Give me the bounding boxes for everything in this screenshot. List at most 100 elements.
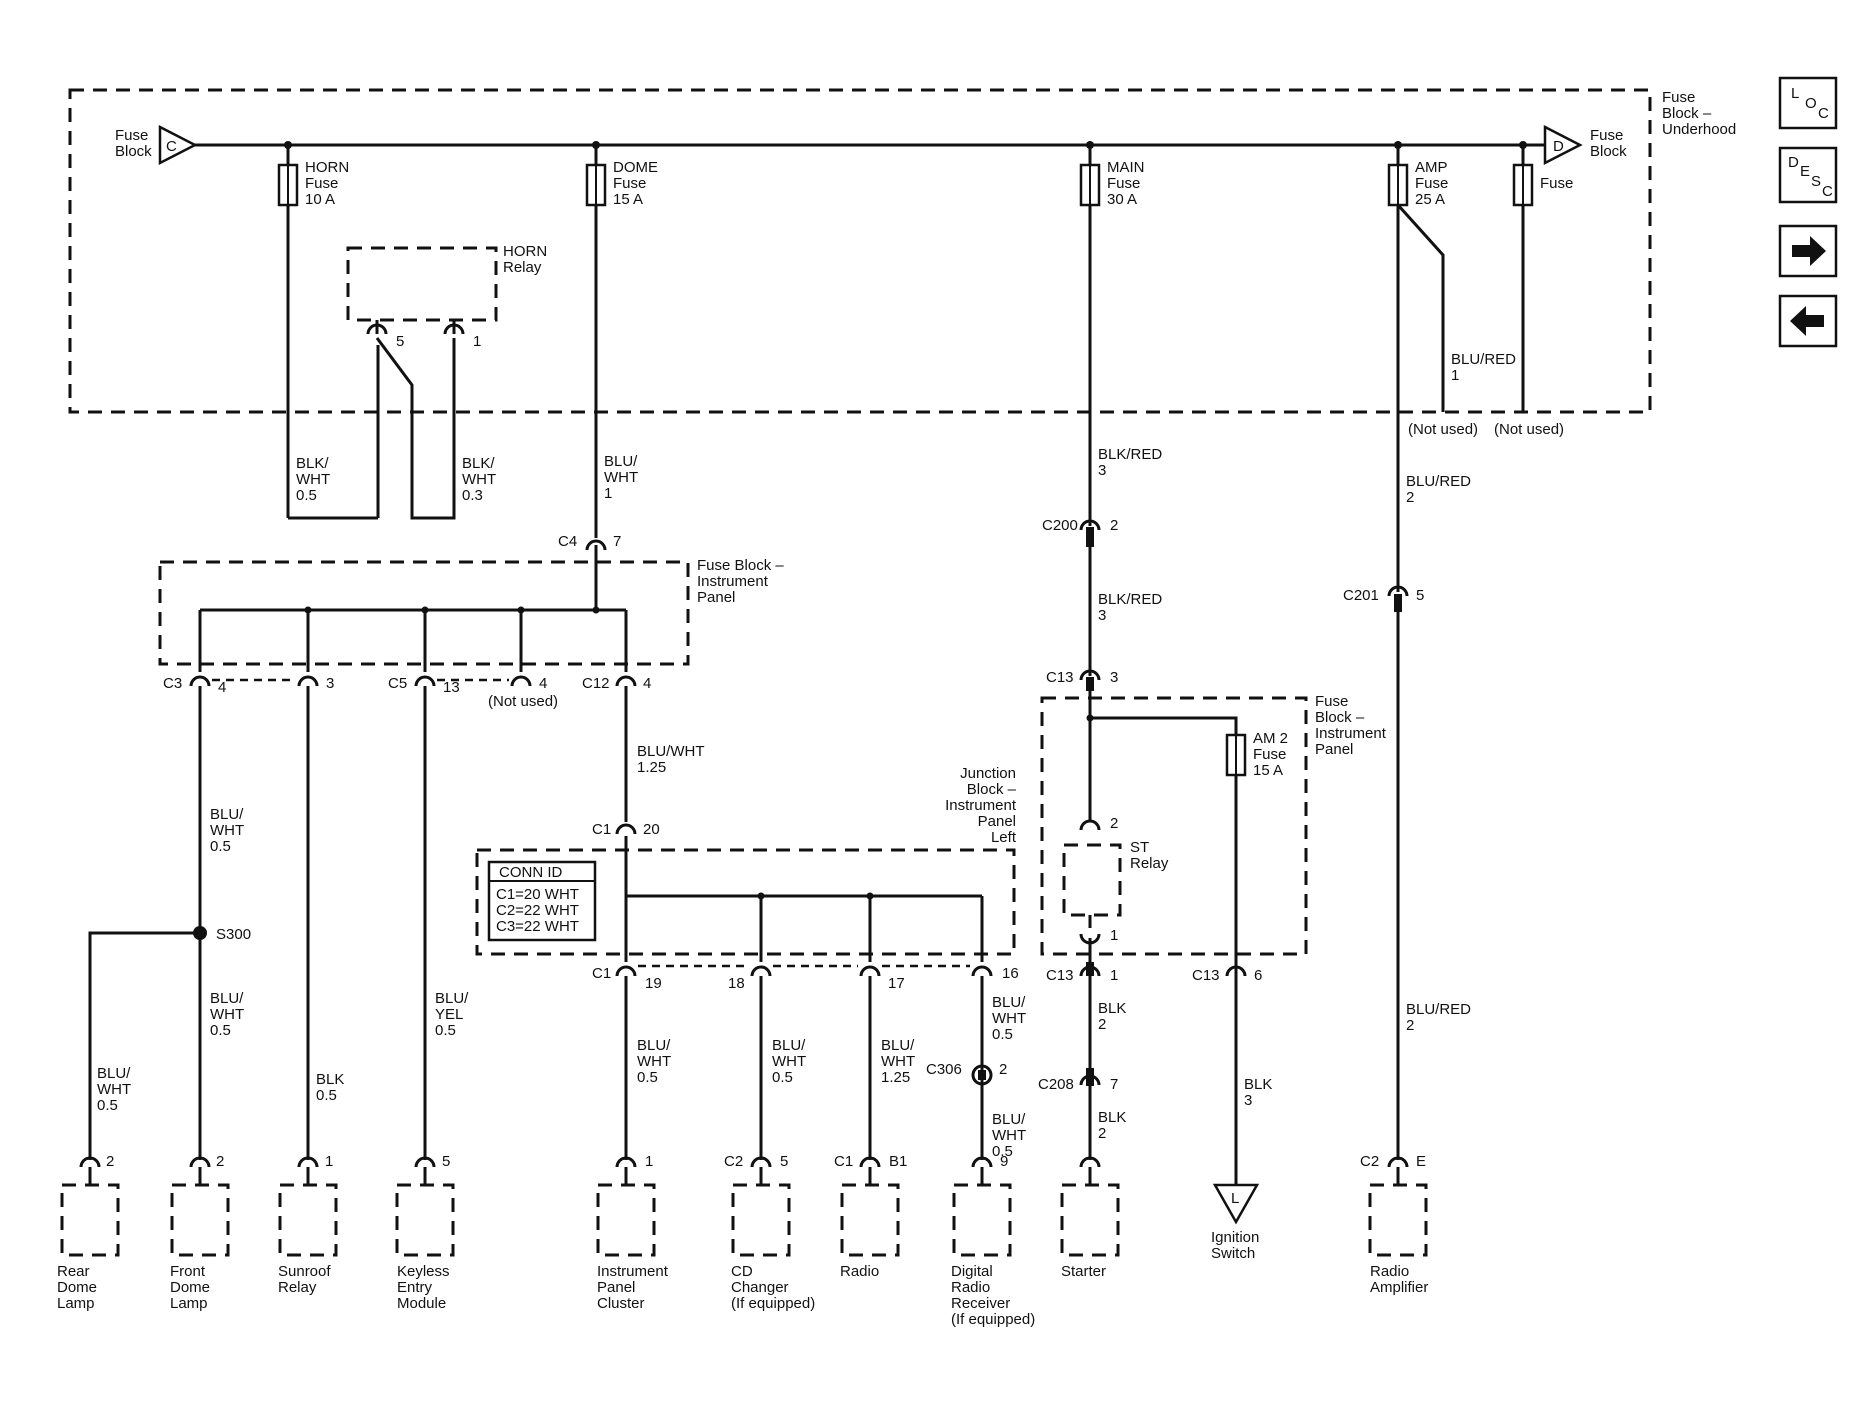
horn-relay-pins: 5 1 [366,320,481,350]
svg-text:Digital: Digital [951,1263,993,1280]
svg-text:1: 1 [325,1153,333,1170]
svg-text:Lamp: Lamp [57,1295,95,1312]
drr-wire-bottom-label: BLU/ WHT 0.5 [992,1111,1026,1160]
svg-text:1: 1 [1110,927,1118,944]
svg-text:WHT: WHT [772,1053,806,1070]
c200-connector: C200 2 [1042,517,1118,547]
svg-text:C13: C13 [1192,967,1220,984]
connector-c-left: C Fuse Block [115,124,198,166]
cd-wire-label: BLU/ WHT 0.5 [772,1037,806,1086]
svg-text:BLK: BLK [1244,1076,1272,1093]
svg-text:CD: CD [731,1263,753,1280]
svg-text:2: 2 [1098,1016,1106,1033]
svg-text:Radio: Radio [840,1263,879,1280]
svg-text:C201: C201 [1343,587,1379,604]
desc-letter-s: S [1811,173,1821,190]
svg-text:BLU/: BLU/ [435,990,469,1007]
horn-wire-labels: BLK/ WHT 0.5 BLK/ WHT 0.3 [296,455,496,504]
svg-text:HORN: HORN [503,243,547,260]
svg-text:MAIN: MAIN [1107,159,1145,176]
svg-text:D: D [1553,138,1564,155]
svg-text:Panel: Panel [1315,741,1353,758]
svg-text:15 A: 15 A [613,191,643,208]
svg-text:C5: C5 [388,675,407,692]
svg-text:3: 3 [1244,1092,1252,1109]
svg-text:6: 6 [1254,967,1262,984]
horn-fuse: HORN Fuse 10 A [277,145,349,208]
forward-button[interactable] [1778,224,1838,278]
rear-dome-lamp: 2 Rear Dome Lamp [57,1153,120,1312]
svg-text:0.5: 0.5 [296,487,317,504]
svg-text:Fuse: Fuse [613,175,646,192]
svg-text:BLK/: BLK/ [296,455,329,472]
svg-text:2: 2 [1098,1125,1106,1142]
svg-text:(Not used): (Not used) [488,693,558,710]
back-button[interactable] [1778,294,1838,348]
svg-text:WHT: WHT [604,469,638,486]
desc-button[interactable]: D E S C [1778,146,1838,204]
svg-text:Ignition: Ignition [1211,1229,1259,1246]
svg-text:30 A: 30 A [1107,191,1137,208]
svg-text:0.5: 0.5 [772,1069,793,1086]
svg-text:Switch: Switch [1211,1245,1255,1262]
svg-text:Junction: Junction [960,765,1016,782]
svg-text:Block –: Block – [1662,105,1712,122]
svg-text:9: 9 [1000,1153,1008,1170]
svg-text:BLU/: BLU/ [604,453,638,470]
svg-text:Entry: Entry [397,1279,433,1296]
junction-block-box [475,848,1016,956]
svg-text:AMP: AMP [1415,159,1448,176]
svg-text:Fuse: Fuse [1315,693,1348,710]
svg-text:5: 5 [442,1153,450,1170]
svg-text:C13: C13 [1046,669,1074,686]
svg-text:C4: C4 [558,533,577,550]
amp-wire-top-label: BLU/RED 2 [1406,473,1471,506]
svg-text:BLU/RED: BLU/RED [1406,473,1471,490]
starter: Starter [1060,1156,1120,1280]
c4-connector: C4 7 [558,533,621,551]
svg-text:25 A: 25 A [1415,191,1445,208]
svg-text:Block –: Block – [1315,709,1365,726]
svg-text:BLK/: BLK/ [462,455,495,472]
svg-text:C3=22 WHT: C3=22 WHT [496,918,579,935]
am2-feed [1090,716,1238,735]
horn-relay [346,246,498,322]
svg-text:BLU/: BLU/ [210,806,244,823]
svg-text:BLU/: BLU/ [637,1037,671,1054]
c5-labels: C5 13 4 (Not used) [388,675,558,710]
desc-letter-d: D [1788,154,1799,171]
loc-letter-c: C [1818,105,1829,122]
svg-text:Instrument: Instrument [1315,725,1387,742]
svg-text:15 A: 15 A [1253,762,1283,779]
svg-text:Left: Left [991,829,1017,846]
amp-branch-wire [1396,203,1445,412]
junction-block-title: Junction Block – Instrument Panel Left [945,765,1017,846]
ignition-wire-label: BLK 3 [1244,1076,1272,1109]
c208-connector: C208 7 [1038,1068,1118,1093]
svg-text:BLU/RED: BLU/RED [1406,1001,1471,1018]
desc-letter-c: C [1822,183,1833,200]
ignition-connector-l: L [1212,1183,1260,1225]
svg-text:Block: Block [115,143,152,160]
loc-button[interactable]: L O C [1778,76,1838,130]
desc-letter-e: E [1800,163,1810,180]
c200-wire-label: BLK/RED 3 [1098,591,1162,624]
svg-text:(If equipped): (If equipped) [951,1311,1035,1328]
svg-text:Radio: Radio [1370,1263,1409,1280]
starter-wire-top-label: BLK 2 [1098,1000,1126,1033]
svg-text:BLK: BLK [316,1071,344,1088]
svg-text:2: 2 [106,1153,114,1170]
svg-text:BLK/RED: BLK/RED [1098,591,1162,608]
svg-text:2: 2 [1406,489,1414,506]
svg-text:3: 3 [1098,607,1106,624]
svg-text:AM 2: AM 2 [1253,730,1288,747]
c13-top-connector: C13 3 [1046,669,1118,691]
svg-text:BLK: BLK [1098,1109,1126,1126]
am2-fuse: AM 2 Fuse 15 A [1225,730,1288,779]
keyless-wire-label: BLU/ YEL 0.5 [435,990,469,1039]
horn-relay-label: HORN Relay [503,243,547,276]
svg-text:Fuse: Fuse [115,127,148,144]
c201-connector: C201 5 [1343,585,1424,612]
svg-text:Changer: Changer [731,1279,789,1296]
svg-text:C1: C1 [592,965,611,982]
